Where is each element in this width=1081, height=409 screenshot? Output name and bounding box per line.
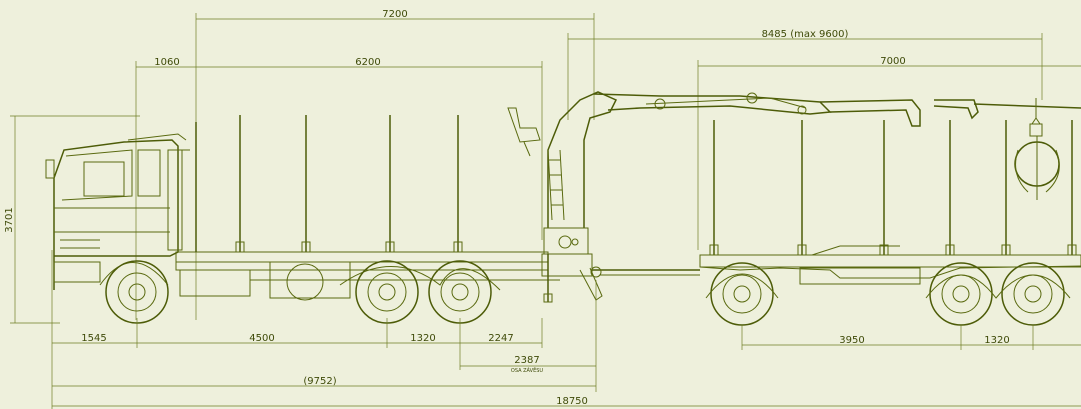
trailer-wheel-mid (929, 262, 993, 326)
truck-cab-icon (45, 133, 190, 290)
dimension-row-axles: 1545 4500 1320 2247 (51, 250, 543, 409)
dimension-3701: 3701 (4, 115, 140, 324)
trailer-wheel-front (710, 262, 774, 326)
crane-icon (507, 91, 1081, 303)
dimension-18750: 18750 (52, 396, 1081, 407)
drawbar (590, 266, 700, 278)
dimension-2247-label: 2247 (488, 333, 513, 344)
dimension-reach-label: 8485 (max 9600) (762, 29, 849, 40)
dimension-1320-label: 1320 (410, 333, 435, 344)
dimension-1545-label: 1545 (81, 333, 106, 344)
dimension-1060: 1060 (135, 57, 196, 320)
dimension-3701-label: 3701 (4, 207, 15, 232)
dimension-9752-label: (9752) (303, 376, 336, 387)
dimension-trailer-1320-label: 1320 (984, 335, 1009, 346)
dimension-4500-label: 4500 (249, 333, 274, 344)
dimension-6200: 6200 (196, 57, 543, 240)
dimension-row-trailer: 3950 1320 (741, 325, 1081, 350)
truck (45, 115, 560, 324)
dimension-18750-label: 18750 (556, 396, 588, 407)
dimension-3950-label: 3950 (839, 335, 864, 346)
dimension-7000-label: 7000 (880, 56, 905, 67)
truck-stakes (195, 115, 463, 253)
dimension-6200-label: 6200 (355, 57, 380, 68)
dimension-7200: 7200 (195, 9, 595, 320)
trailer-stakes (709, 120, 1077, 256)
dimension-reach: 8485 (max 9600) (567, 29, 1043, 120)
dimension-2387: 2387 OSA ZÁVĚSU (460, 280, 597, 392)
trailer-wheel-rear (1001, 262, 1065, 326)
truck-wheel-front (105, 260, 169, 324)
dimension-7000: 7000 (697, 56, 1081, 250)
dimension-9752: (9752) (52, 376, 596, 387)
dimension-7200-label: 7200 (382, 9, 407, 20)
grapple-icon (1014, 117, 1060, 200)
dimension-2387-note: OSA ZÁVĚSU (511, 366, 543, 374)
dimension-2387-label: 2387 (514, 355, 539, 366)
trailer (699, 120, 1081, 326)
dimension-1060-label: 1060 (154, 57, 179, 68)
